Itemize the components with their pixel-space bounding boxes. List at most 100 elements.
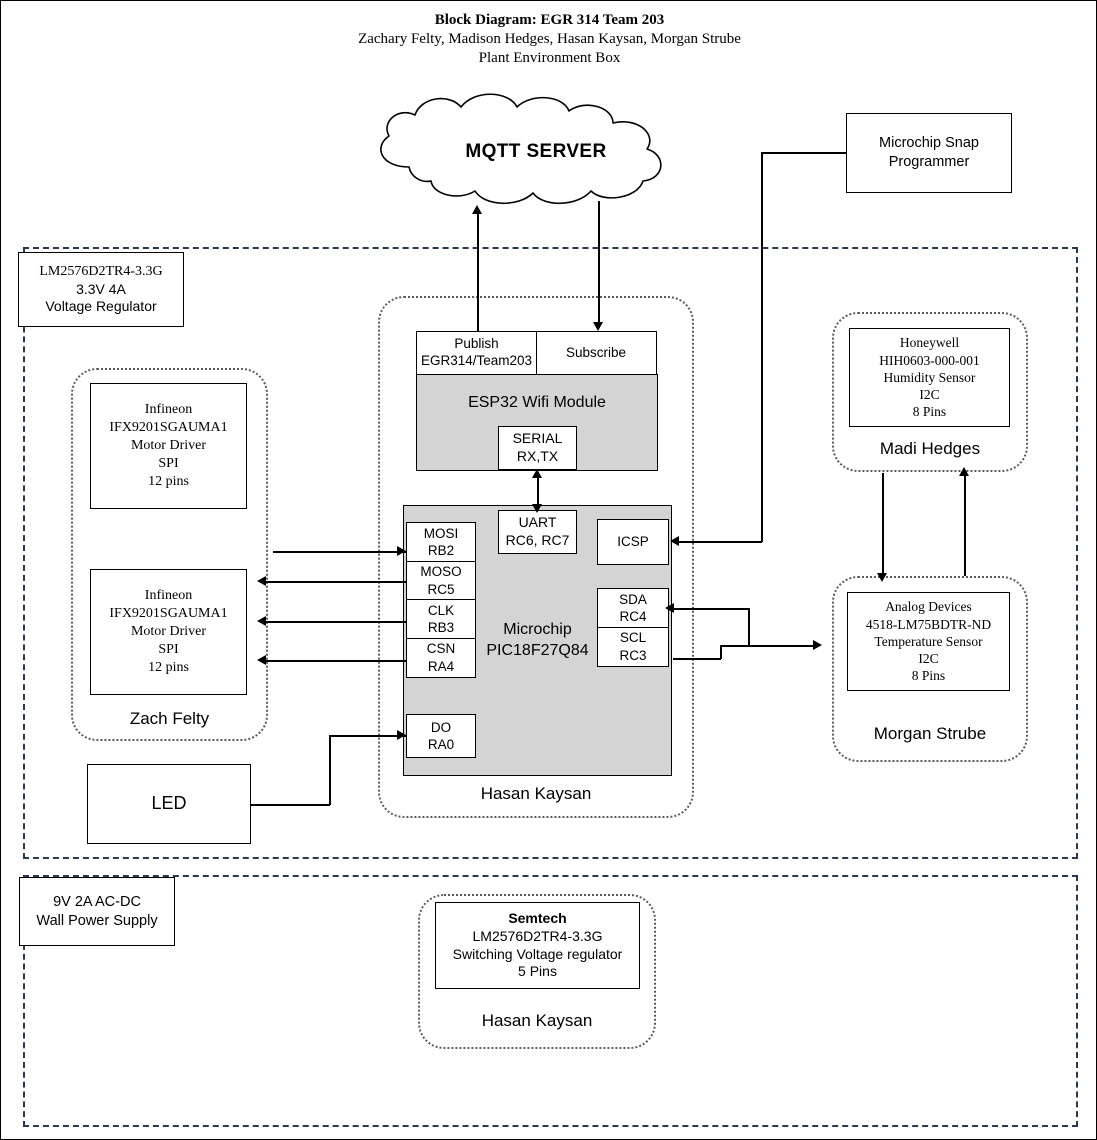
do-signal: DO	[430, 719, 452, 735]
semtech-line-3: Switching Voltage regulator	[452, 945, 623, 962]
arrowhead-publish-up	[472, 205, 482, 214]
driver1-line-2: IFX9201SGAUMA1	[109, 420, 228, 436]
humidity-line-3: Humidity Sensor	[883, 369, 976, 385]
driver2-line-4: SPI	[158, 641, 179, 657]
mcu-pin-icsp[interactable]: ICSP	[597, 519, 669, 565]
connector-do-h-upper	[329, 735, 406, 737]
group-label-madi-hedges: Madi Hedges	[879, 439, 981, 458]
driver2-line-5: 12 pins	[148, 659, 189, 675]
driver2-line-1: Infineon	[144, 588, 193, 604]
arrowhead-sda-left	[665, 603, 674, 613]
vreg-top-line-2: 3.3V 4A	[76, 280, 126, 297]
motor-driver-box-1[interactable]: Infineon IFX9201SGAUMA1 Motor Driver SPI…	[90, 383, 247, 509]
driver1-line-4: SPI	[158, 455, 179, 471]
connector-programmer-h-top	[761, 152, 847, 154]
publish-cell[interactable]: Publish EGR314/Team203	[416, 331, 537, 375]
serial-line-2: RX,TX	[516, 448, 559, 464]
sda-pin: RC4	[619, 609, 647, 624]
connector-clk	[265, 621, 406, 623]
arrowhead-uart-up	[532, 469, 542, 478]
mcu-pin-do[interactable]: DO RA0	[406, 714, 476, 758]
semtech-line-2: LM2576D2TR4-3.3G	[472, 927, 603, 944]
switching-regulator-box[interactable]: Semtech LM2576D2TR4-3.3G Switching Volta…	[435, 902, 640, 989]
moso-signal: MOSO	[420, 564, 462, 580]
connector-do-v	[329, 735, 331, 805]
uart-pin: RC6, RC7	[505, 532, 570, 548]
csn-pin: RA4	[427, 658, 455, 674]
mcu-pin-moso[interactable]: MOSO RC5	[406, 560, 476, 601]
mcu-pin-sda[interactable]: SDA RC4	[597, 588, 669, 628]
temperature-sensor-box[interactable]: Analog Devices 4518-LM75BDTR-ND Temperat…	[847, 592, 1010, 691]
arrowhead-icsp-left	[670, 536, 679, 546]
motor-driver-box-2[interactable]: Infineon IFX9201SGAUMA1 Motor Driver SPI…	[90, 569, 247, 695]
arrowhead-do-right	[397, 730, 406, 740]
arrowhead-moso-left	[257, 576, 266, 586]
mcu-pin-scl[interactable]: SCL RC3	[597, 626, 669, 667]
csn-signal: CSN	[426, 641, 456, 657]
connector-moso	[265, 581, 406, 583]
humidity-line-2: HIH0603-000-001	[879, 352, 980, 368]
humidity-line-5: 8 Pins	[912, 404, 947, 420]
group-morgan-strube	[832, 576, 1028, 762]
arrowhead-mosi-right	[397, 546, 406, 556]
clk-signal: CLK	[427, 602, 455, 618]
mcu-pin-mosi[interactable]: MOSI RB2	[406, 522, 476, 562]
cloud-label: MQTT SERVER	[465, 141, 607, 162]
arrowhead-i2c-right	[813, 640, 822, 650]
mosi-signal: MOSI	[423, 525, 459, 541]
temp-line-3: Temperature Sensor	[874, 633, 983, 649]
connector-sda-h	[673, 608, 749, 610]
connector-temp-to-humidity	[964, 473, 966, 576]
psu-line-2: Wall Power Supply	[36, 912, 158, 929]
mcu-pin-uart[interactable]: UART RC6, RC7	[498, 510, 577, 554]
publish-title: Publish	[454, 336, 499, 352]
do-pin: RA0	[427, 737, 455, 752]
cloud-icon	[380, 93, 662, 204]
arrowhead-csn-left	[257, 655, 266, 665]
group-zach-felty	[71, 368, 268, 741]
esp32-serial-pin[interactable]: SERIAL RX,TX	[498, 426, 577, 470]
vreg-top-line-3: Voltage Regulator	[45, 298, 157, 315]
group-label-morgan-strube: Morgan Strube	[873, 724, 987, 743]
temp-line-5: 8 Pins	[911, 668, 946, 684]
arrowhead-humidity-up	[959, 467, 969, 476]
connector-serial-uart	[537, 475, 539, 509]
humidity-sensor-box[interactable]: Honeywell HIH0603-000-001 Humidity Senso…	[849, 328, 1010, 427]
arrowhead-clk-left	[257, 616, 266, 626]
mcu-name-line-2: PIC18F27Q84	[486, 641, 589, 659]
moso-pin: RC5	[427, 581, 455, 597]
publish-topic: EGR314/Team203	[420, 353, 533, 368]
subscribe-cell[interactable]: Subscribe	[535, 331, 657, 375]
group-madi-hedges	[832, 312, 1028, 472]
scl-pin: RC3	[619, 647, 647, 663]
led-box[interactable]: LED	[87, 764, 251, 844]
driver2-line-2: IFX9201SGAUMA1	[109, 606, 228, 622]
wall-power-supply-box[interactable]: 9V 2A AC-DC Wall Power Supply	[19, 877, 175, 946]
arrowhead-temp-down	[877, 573, 887, 582]
group-hasan-kaysan-bottom	[418, 894, 656, 1049]
esp32-pubsub-row: Publish EGR314/Team203 Subscribe	[416, 331, 658, 375]
mcu-pin-csn[interactable]: CSN RA4	[406, 637, 476, 678]
connector-csn	[265, 660, 406, 662]
serial-line-1: SERIAL	[512, 430, 563, 447]
connector-humidity-to-temp	[882, 473, 884, 576]
mqtt-server-cloud: MQTT SERVER	[351, 89, 721, 214]
connector-scl-h-outer	[720, 645, 817, 647]
arrowhead-uart-down	[532, 504, 542, 513]
driver1-line-1: Infineon	[144, 402, 193, 418]
mosi-pin: RB2	[427, 543, 455, 558]
connector-scl-h-inner	[673, 658, 721, 660]
title-project: Plant Environment Box	[478, 50, 621, 66]
connector-programmer-h-bottom	[679, 541, 762, 543]
mcu-pin-clk[interactable]: CLK RB3	[406, 599, 476, 639]
connector-programmer-v	[761, 152, 763, 542]
connector-do-h-lower	[250, 804, 330, 806]
microchip-snap-programmer-box[interactable]: Microchip Snap Programmer	[846, 113, 1012, 193]
programmer-line-1: Microchip Snap	[879, 135, 979, 152]
sda-signal: SDA	[619, 591, 647, 607]
vreg-top-line-1: LM2576D2TR4-3.3G	[39, 263, 163, 279]
voltage-regulator-top-box[interactable]: LM2576D2TR4-3.3G 3.3V 4A Voltage Regulat…	[18, 252, 184, 327]
temp-line-2: 4518-LM75BDTR-ND	[865, 616, 992, 632]
temp-line-1: Analog Devices	[885, 599, 972, 615]
humidity-line-4: I2C	[919, 387, 940, 403]
